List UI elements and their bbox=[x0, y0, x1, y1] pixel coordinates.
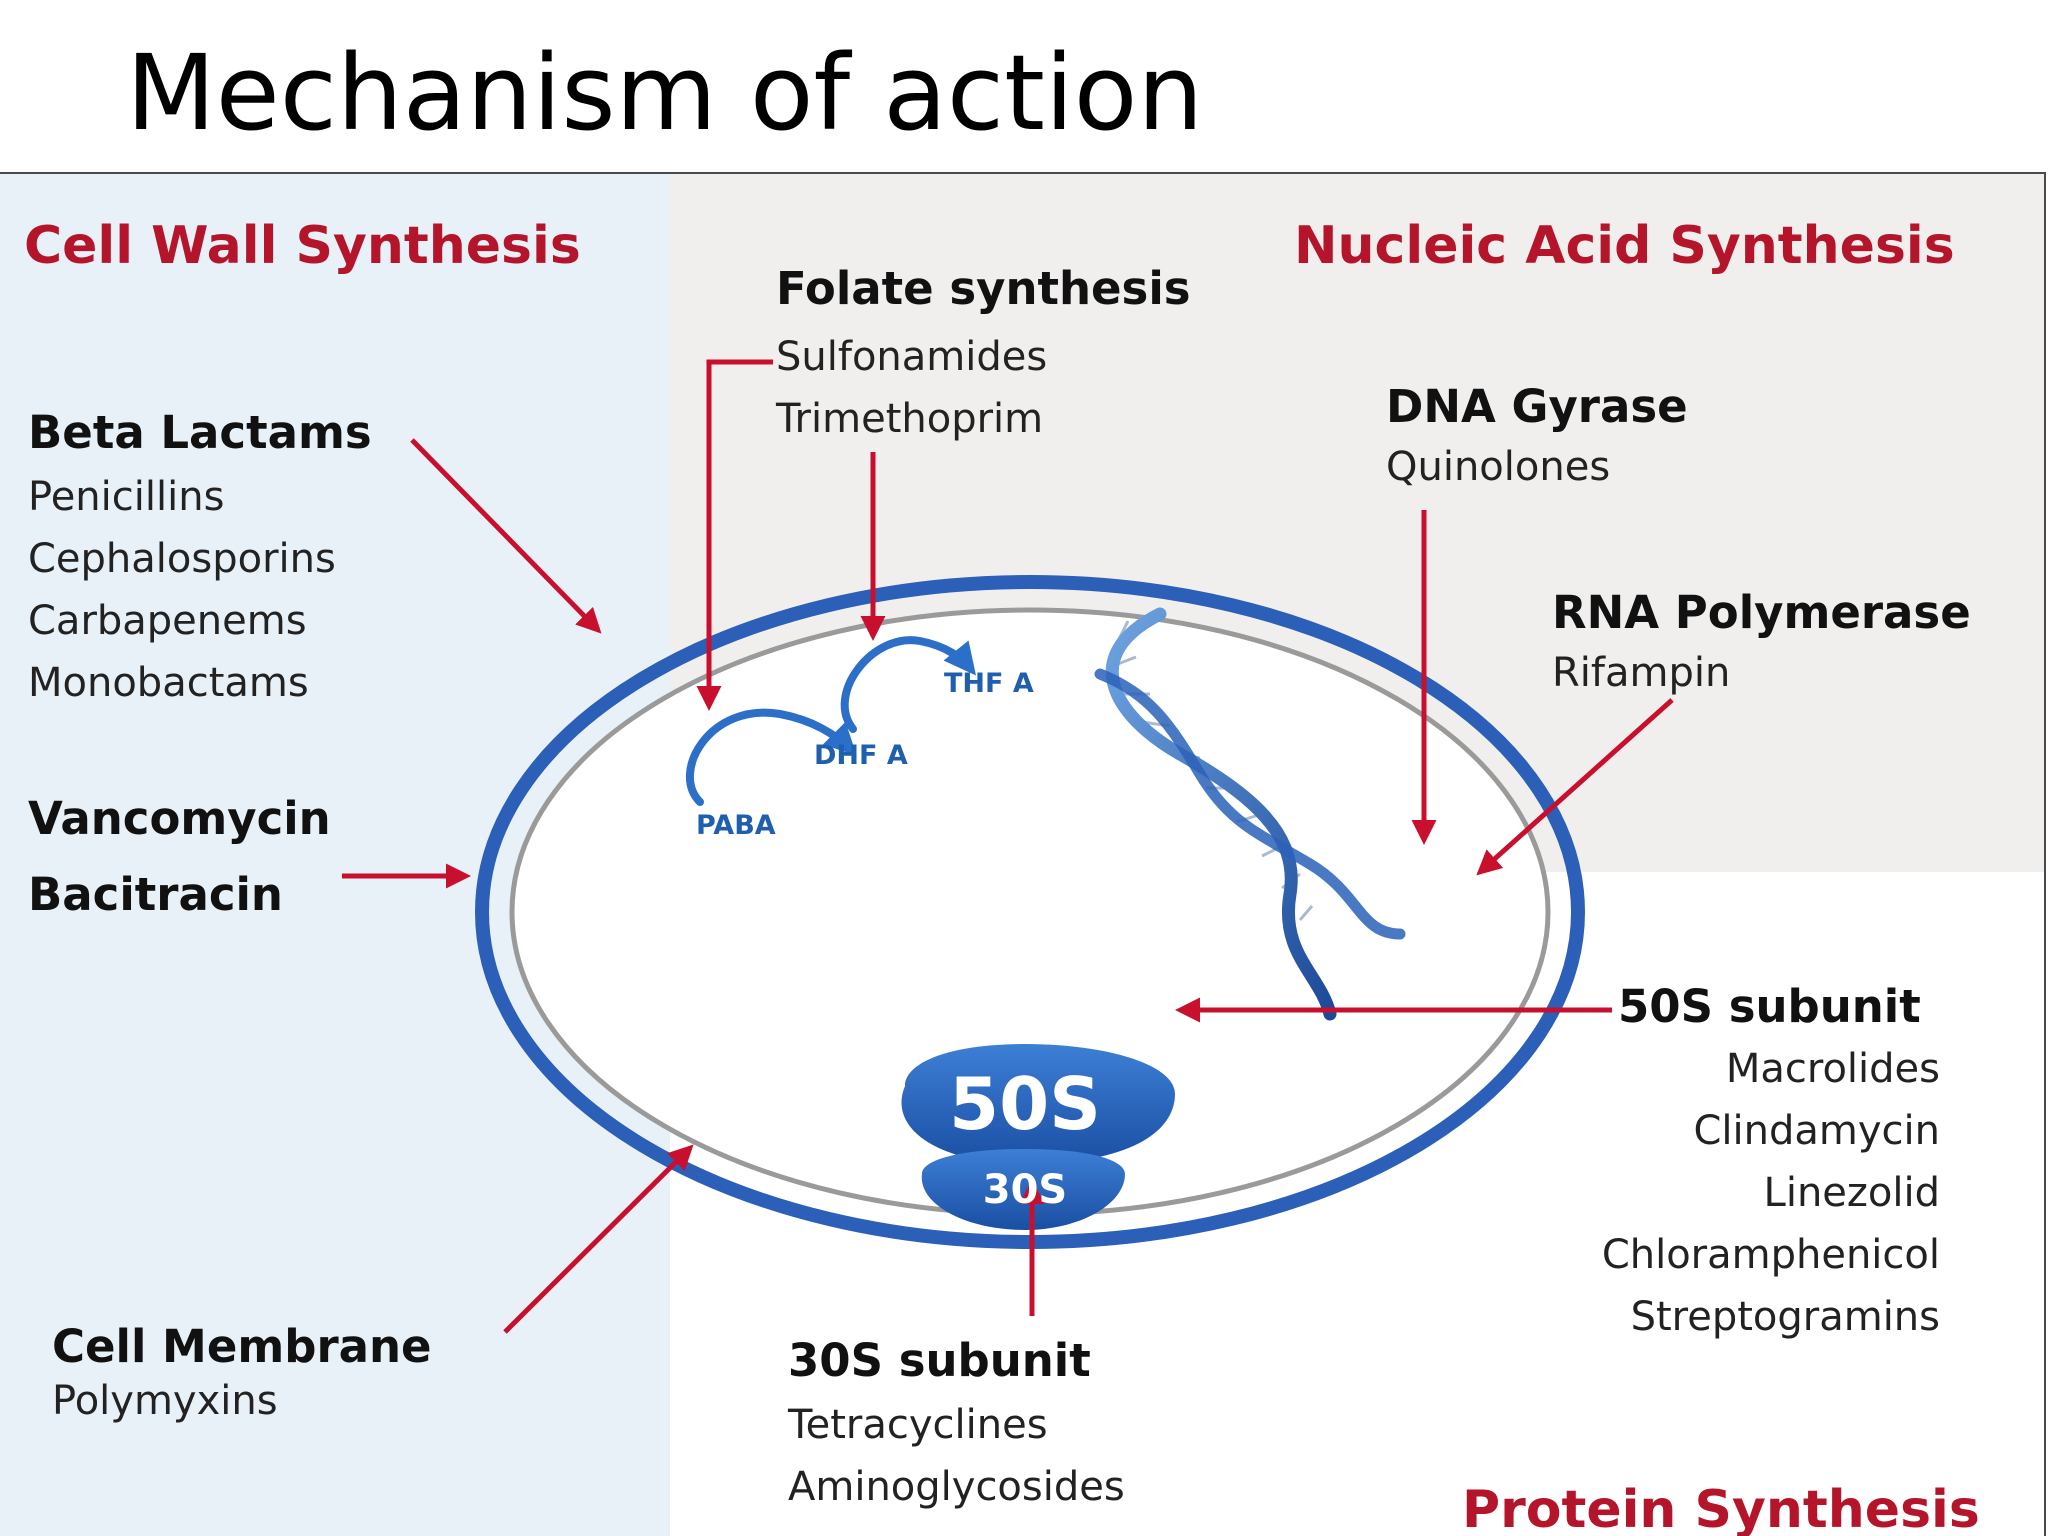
ribosome-50s-shape bbox=[901, 1044, 1175, 1164]
bacitracin-label: Bacitracin bbox=[28, 868, 283, 921]
rna-polymerase-heading: RNA Polymerase bbox=[1552, 586, 1971, 639]
section-nucleic-acid-synthesis: Nucleic Acid Synthesis bbox=[1294, 216, 1955, 276]
list-item: Aminoglycosides bbox=[788, 1464, 1125, 1510]
list-item: Linezolid bbox=[1763, 1170, 1940, 1216]
cell-membrane-heading: Cell Membrane bbox=[52, 1320, 432, 1373]
list-item: Tetracyclines bbox=[788, 1402, 1048, 1448]
list-item: Monobactams bbox=[28, 660, 309, 706]
pathway-arrow-icon bbox=[685, 636, 976, 806]
arrow-cell-membrane bbox=[503, 1144, 694, 1334]
beta-lactams-list: Penicillins Cephalosporins Carbapenems M… bbox=[28, 466, 336, 714]
folate-synthesis-list: Sulfonamides Trimethoprim bbox=[776, 326, 1047, 450]
section-protein-synthesis: Protein Synthesis bbox=[1462, 1480, 1980, 1536]
paba-label: PABA bbox=[696, 810, 776, 841]
list-item: Streptogramins bbox=[1630, 1294, 1940, 1340]
subunit-30s-list: Tetracyclines Aminoglycosides bbox=[788, 1394, 1125, 1518]
list-item: Sulfonamides bbox=[776, 334, 1048, 380]
dna-helix-icon bbox=[1094, 607, 1406, 1021]
subunit-50s-heading: 50S subunit bbox=[1618, 980, 1921, 1033]
mechanism-diagram: Cell Wall Synthesis Nucleic Acid Synthes… bbox=[0, 172, 2046, 1536]
subunit-50s-list: Macrolides Clindamycin Linezolid Chloram… bbox=[1602, 1038, 1940, 1348]
rifampin-label: Rifampin bbox=[1552, 650, 1731, 696]
polymyxins-label: Polymyxins bbox=[52, 1378, 278, 1424]
slide-title: Mechanism of action bbox=[126, 32, 1204, 154]
dna-gyrase-heading: DNA Gyrase bbox=[1386, 380, 1688, 433]
list-item: Carbapenems bbox=[28, 598, 307, 644]
list-item: Cephalosporins bbox=[28, 536, 336, 582]
arrow-sulfonamides bbox=[696, 359, 773, 711]
list-item: Clindamycin bbox=[1693, 1108, 1940, 1154]
diagram-canvas bbox=[0, 174, 2044, 1536]
list-item: Macrolides bbox=[1725, 1046, 1940, 1092]
list-item: Chloramphenicol bbox=[1601, 1232, 1940, 1278]
thfa-label: THF A bbox=[944, 668, 1034, 699]
ribosome-30s-label: 30S bbox=[982, 1167, 1068, 1213]
inhibition-arrow-icon bbox=[342, 359, 1674, 1334]
ribosome-50s-label: 50S bbox=[948, 1062, 1102, 1146]
arrow-beta-lactams bbox=[410, 438, 602, 634]
section-cell-wall-synthesis: Cell Wall Synthesis bbox=[24, 216, 581, 276]
quinolones-label: Quinolones bbox=[1386, 444, 1611, 490]
list-item: Trimethoprim bbox=[776, 396, 1044, 442]
beta-lactams-heading: Beta Lactams bbox=[28, 406, 372, 459]
folate-synthesis-heading: Folate synthesis bbox=[776, 262, 1191, 315]
vancomycin-label: Vancomycin bbox=[28, 792, 331, 845]
list-item: Penicillins bbox=[28, 474, 225, 520]
arrow-rna-polymerase bbox=[1476, 698, 1674, 876]
dhfa-label: DHF A bbox=[814, 740, 908, 771]
subunit-30s-heading: 30S subunit bbox=[788, 1334, 1091, 1387]
